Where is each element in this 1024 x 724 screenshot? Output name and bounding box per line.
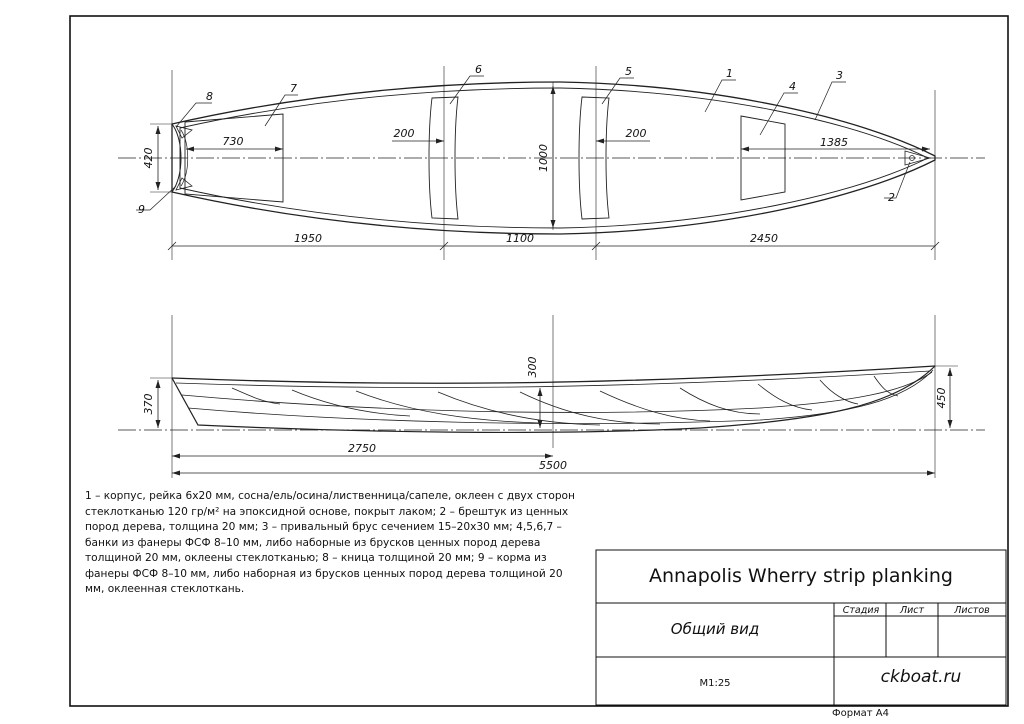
callout-2: 2 bbox=[888, 191, 895, 204]
dim-beam: 1000 bbox=[537, 144, 550, 172]
drawing-title: Annapolis Wherry strip planking bbox=[649, 565, 953, 587]
hull-outline-inner bbox=[179, 87, 930, 229]
transom-inner bbox=[180, 129, 189, 187]
station-lines bbox=[231, 375, 899, 426]
dim-half-length: 2750 bbox=[348, 442, 376, 455]
sheer-line-inner bbox=[175, 370, 931, 388]
header-stage: Стадия bbox=[842, 605, 880, 616]
dim-seat7-width: 730 bbox=[223, 135, 244, 148]
seat-7 bbox=[184, 113, 284, 203]
dim-between-seats: 1100 bbox=[506, 232, 534, 245]
dim-seat4-length: 1385 bbox=[820, 136, 848, 149]
profile-dimension-lines bbox=[157, 368, 951, 474]
profile-extension-lines bbox=[150, 315, 958, 478]
website-label: ckboat.ru bbox=[880, 667, 962, 687]
callout-8: 8 bbox=[206, 90, 213, 103]
dim-stern-to-seat6: 1950 bbox=[294, 232, 322, 245]
dim-seat6-width: 200 bbox=[394, 127, 415, 140]
callout-7: 7 bbox=[290, 82, 297, 95]
dim-seat5-width: 200 bbox=[626, 127, 647, 140]
dim-midship-depth: 300 bbox=[526, 357, 539, 378]
callout-3: 3 bbox=[836, 69, 843, 82]
seat-6 bbox=[428, 96, 459, 220]
dim-seat5-to-bow: 2450 bbox=[750, 232, 778, 245]
view-name: Общий вид bbox=[670, 620, 760, 638]
breasthook bbox=[904, 150, 932, 166]
callout-1: 1 bbox=[726, 67, 733, 80]
parts-notes: 1 – корпус, рейка 6х20 мм, сосна/ель/оси… bbox=[85, 490, 575, 595]
drawing-frame bbox=[69, 15, 1009, 707]
title-block bbox=[595, 549, 1007, 706]
profile-arrowheads bbox=[155, 368, 953, 476]
knee-bottom bbox=[175, 177, 193, 191]
sheer-line bbox=[171, 365, 936, 384]
callout-6: 6 bbox=[475, 63, 482, 76]
keel-line bbox=[171, 365, 936, 434]
seat-5 bbox=[578, 96, 610, 220]
callout-9: 9 bbox=[138, 203, 145, 216]
dim-overall-length: 5500 bbox=[539, 459, 567, 472]
dim-bow-height: 450 bbox=[935, 388, 948, 409]
plan-leaders bbox=[136, 75, 911, 211]
callout-5: 5 bbox=[625, 65, 632, 78]
dim-stern-height: 370 bbox=[142, 394, 155, 415]
profile-view bbox=[118, 315, 985, 478]
plan-view bbox=[118, 66, 985, 260]
seat-4 bbox=[740, 115, 786, 201]
knee-top bbox=[175, 125, 193, 139]
breasthook-bolt bbox=[909, 155, 915, 161]
scale-label: M1:25 bbox=[699, 678, 731, 689]
header-sheets: Листов bbox=[954, 605, 990, 616]
plan-dimension-lines bbox=[157, 86, 940, 251]
header-sheet: Лист bbox=[899, 605, 925, 616]
plan-arrowheads bbox=[155, 86, 930, 228]
dim-transom-width: 420 bbox=[142, 148, 155, 169]
sheet-format-label: Формат А4 bbox=[832, 708, 889, 719]
callout-4: 4 bbox=[789, 80, 796, 93]
